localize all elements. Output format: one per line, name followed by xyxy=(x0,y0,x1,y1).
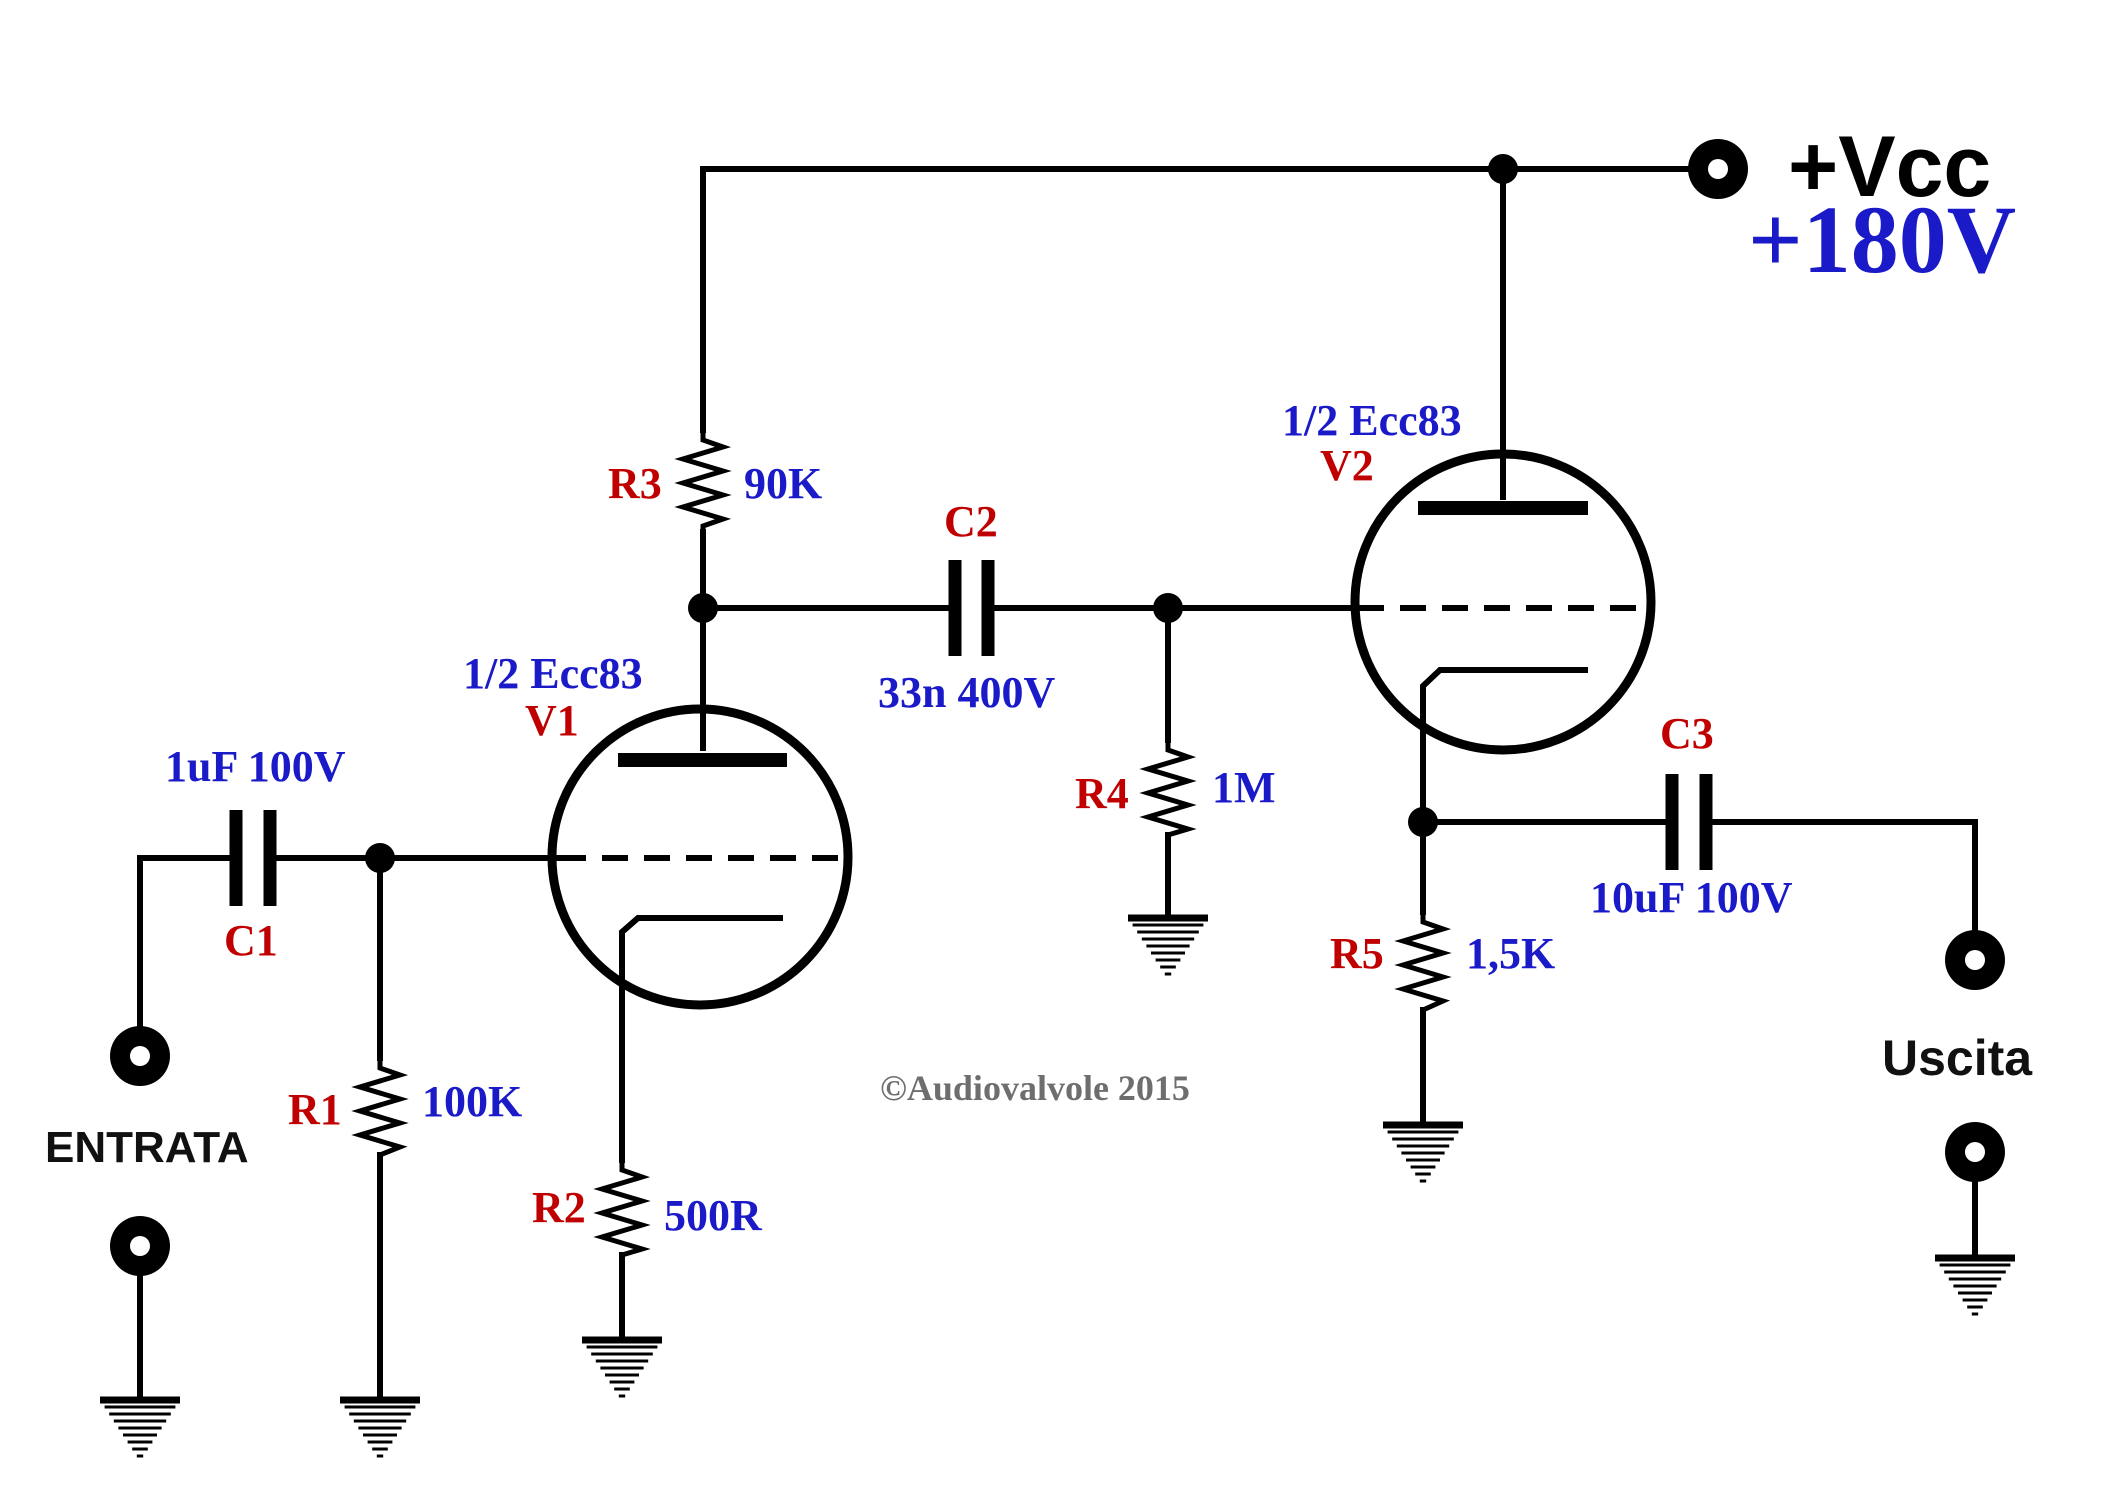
c1-ref-label: C1 xyxy=(224,916,278,965)
r4-ref-label: R4 xyxy=(1075,769,1129,818)
c3-value-label: 10uF 100V xyxy=(1590,873,1793,922)
output-label: Uscita xyxy=(1882,1030,2033,1086)
v1-grid-junction-dot xyxy=(365,843,395,873)
r2-ground-symbol xyxy=(582,1336,662,1398)
r1-value-label: 100K xyxy=(422,1077,522,1126)
c2-ref-label: C2 xyxy=(944,497,998,546)
vcc-terminal xyxy=(1685,139,1748,199)
input-ground-terminal xyxy=(110,1216,170,1276)
r5-value-label: 1,5K xyxy=(1466,929,1555,978)
v1-tube xyxy=(547,704,853,1010)
input-label: ENTRATA xyxy=(45,1123,249,1172)
v2-cathode-junction-dot xyxy=(1408,807,1438,837)
v1-type-label: 1/2 Ecc83 xyxy=(463,649,643,698)
r1-resistor xyxy=(351,1058,409,1158)
r1-ref-label: R1 xyxy=(288,1085,342,1134)
v2-type-label: 1/2 Ecc83 xyxy=(1282,396,1462,445)
r2-ref-label: R2 xyxy=(532,1183,586,1232)
v1-plate-junction-dot xyxy=(688,593,718,623)
v1-cathode-wire xyxy=(619,915,783,1163)
v2-cathode-wire xyxy=(1420,667,1588,915)
input-terminal xyxy=(110,1026,170,1086)
r5-resistor xyxy=(1394,912,1452,1013)
r3-resistor xyxy=(674,430,732,532)
v2-ref-label: V2 xyxy=(1320,441,1374,490)
r5-ground-symbol xyxy=(1383,1121,1463,1183)
c3-ref-label: C3 xyxy=(1660,709,1714,758)
c2-value-label: 33n 400V xyxy=(878,668,1055,717)
output-ground-terminal xyxy=(1945,1122,2005,1182)
v2-tube xyxy=(1350,449,1656,755)
r4-value-label: 1M xyxy=(1212,763,1276,812)
r4-resistor xyxy=(1139,740,1197,838)
vcc-junction-dot xyxy=(1488,154,1518,184)
r1-ground-symbol xyxy=(340,1396,420,1458)
input-ground-symbol xyxy=(100,1396,180,1458)
supply-voltage-label: +180V xyxy=(1748,186,2016,293)
r3-value-label: 90K xyxy=(744,459,822,508)
r2-value-label: 500R xyxy=(664,1191,763,1240)
r3-ref-label: R3 xyxy=(608,459,662,508)
r2-resistor xyxy=(593,1160,651,1258)
c1-value-label: 1uF 100V xyxy=(165,742,346,791)
output-terminal xyxy=(1945,930,2005,990)
v2-grid-junction-dot xyxy=(1153,593,1183,623)
copyright-label: ©Audiovalvole 2015 xyxy=(880,1068,1190,1108)
output-ground-symbol xyxy=(1935,1254,2015,1316)
c3-capacitor xyxy=(1665,774,1713,870)
r4-ground-symbol xyxy=(1128,914,1208,976)
c2-capacitor xyxy=(948,560,995,656)
r5-ref-label: R5 xyxy=(1330,929,1384,978)
c1-capacitor xyxy=(229,810,277,906)
v1-ref-label: V1 xyxy=(525,696,579,745)
vcc-label: +Vcc xyxy=(1788,119,1991,215)
